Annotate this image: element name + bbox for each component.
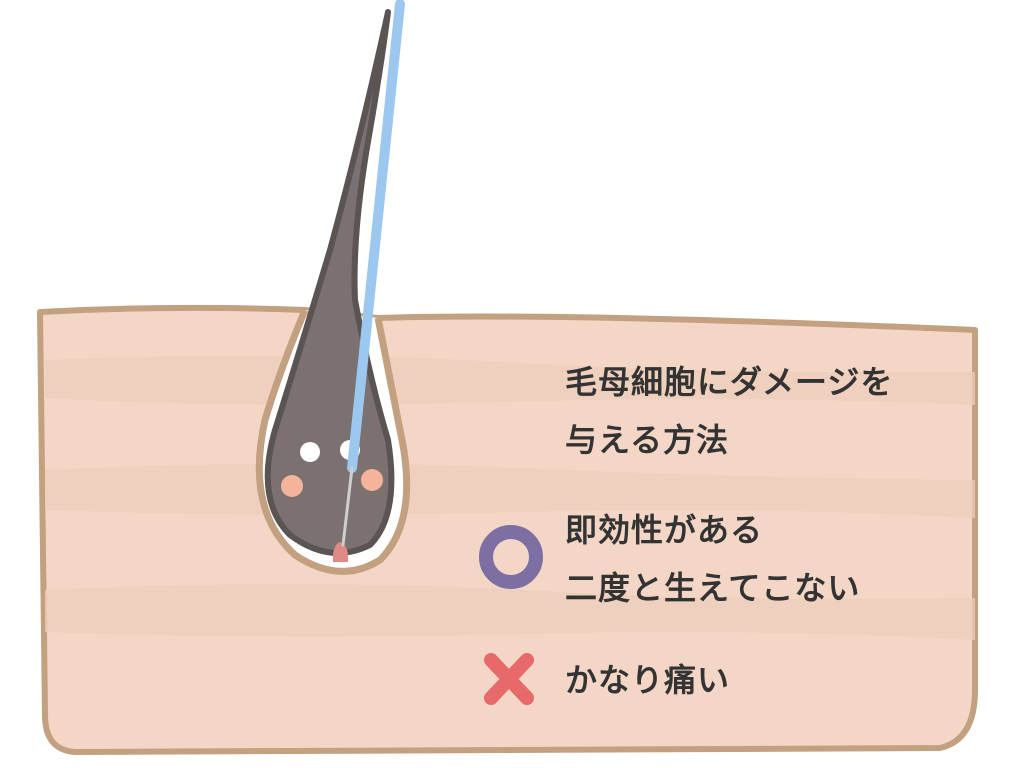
needle-probe xyxy=(347,0,405,473)
cell-dot-peach-2 xyxy=(361,469,383,491)
con-line-1: かなり痛い xyxy=(565,661,731,699)
cons-text: かなり痛い xyxy=(565,651,730,709)
pro-line-2: 二度と生えてこない xyxy=(565,569,861,607)
caption-line-1: 毛母細胞にダメージを xyxy=(565,363,894,401)
skin-band-3 xyxy=(45,584,975,640)
cell-dot-white-1 xyxy=(300,442,320,462)
circle-mark-icon xyxy=(479,525,543,589)
cell-dot-peach-1 xyxy=(281,475,303,497)
pros-text: 即効性がある 二度と生えてこない xyxy=(565,501,860,617)
caption-line-2: 与える方法 xyxy=(565,421,730,459)
needle-thin-tip xyxy=(341,466,354,547)
dermal-papilla xyxy=(332,542,349,562)
cross-mark-icon xyxy=(484,653,534,705)
pro-line-1: 即効性がある xyxy=(565,511,764,549)
method-caption: 毛母細胞にダメージを 与える方法 xyxy=(565,353,893,469)
